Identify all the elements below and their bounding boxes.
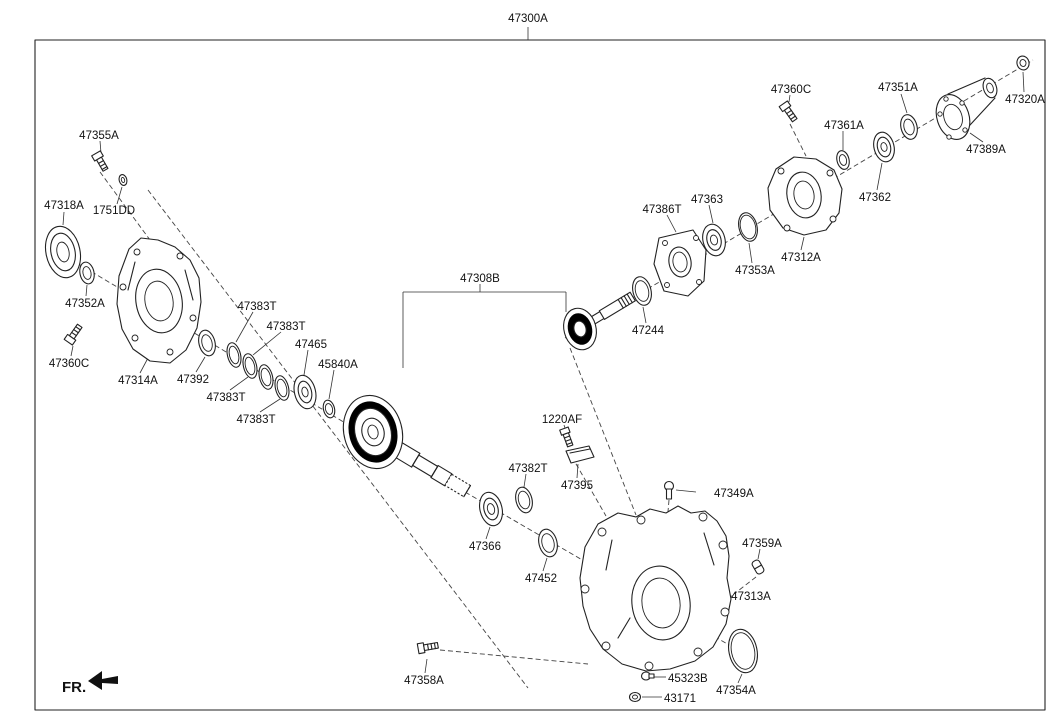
part-47351A-seal [900, 114, 918, 140]
diagram-border [34, 39, 1046, 711]
part-label-45840A: 45840A [318, 359, 358, 371]
part-47308B-gear-shaft [342, 394, 472, 498]
part-label-45323B: 45323B [668, 673, 708, 685]
fr-marker: FR. [62, 671, 118, 696]
bracket-47308B [402, 284, 567, 368]
part-47452-ring [538, 528, 558, 558]
part-45840A-ring [322, 399, 336, 419]
part-label-47383T-3: 47383T [206, 392, 245, 404]
part-label-47355A: 47355A [79, 130, 119, 142]
part-label-47352A: 47352A [65, 298, 105, 310]
part-label-47354A: 47354A [716, 685, 756, 697]
part-47320A-nut [1016, 55, 1030, 71]
part-47318A-seal [44, 225, 82, 279]
part-45323B-plug [640, 671, 655, 681]
part-47312A-housing [767, 156, 843, 236]
part-label-47395: 47395 [561, 480, 593, 492]
part-label-47300A: 47300A [508, 13, 548, 25]
part-47313A-case [579, 505, 732, 672]
part-label-47383T-2: 47383T [266, 321, 305, 333]
part-label-47363: 47363 [691, 194, 723, 206]
fr-arrow-icon [88, 671, 118, 690]
part-1751DD-washer [118, 174, 128, 186]
part-label-47383T-1: 47383T [237, 301, 276, 313]
part-47395-bracket [565, 445, 595, 464]
part-label-47320A: 47320A [1005, 94, 1045, 106]
part-label-47389A: 47389A [966, 144, 1006, 156]
part-47354A-oring [728, 628, 758, 674]
part-label-47360C-left: 47360C [49, 358, 89, 370]
part-label-47366: 47366 [469, 541, 501, 553]
part-47361A-ring [836, 150, 850, 170]
part-label-47465: 47465 [295, 339, 327, 351]
part-label-47318A: 47318A [44, 200, 84, 212]
part-47383T-ring-2 [242, 353, 258, 379]
part-label-47452: 47452 [525, 573, 557, 585]
part-label-47314A: 47314A [118, 375, 158, 387]
part-47382T-ring [515, 486, 533, 514]
part-47359A-pin [751, 559, 765, 575]
part-47244-ring [632, 276, 652, 306]
part-47389A-flange [935, 77, 998, 140]
part-label-47359A: 47359A [742, 538, 782, 550]
part-label-47392: 47392 [177, 374, 209, 386]
label-leader-lines [62, 71, 1025, 698]
part-47465-bearing [293, 374, 317, 410]
part-47383T-ring-4 [274, 375, 290, 401]
part-47360C-bolt-right [778, 100, 798, 123]
part-47383T-ring-1 [226, 342, 242, 368]
part-label-47349A: 47349A [714, 488, 754, 500]
part-label-47382T: 47382T [508, 463, 547, 475]
part-labels: 47355A 1751DD 47318A 47352A 47360C 47314… [44, 82, 1045, 705]
part-label-47312A: 47312A [781, 252, 821, 264]
part-label-47361A: 47361A [824, 120, 864, 132]
part-label-47244: 47244 [632, 325, 665, 337]
part-47392-ring [198, 329, 216, 357]
part-47366-bearing [479, 491, 503, 527]
part-47386T-plate [653, 229, 707, 297]
part-label-47386T: 47386T [642, 204, 681, 216]
part-label-47351A: 47351A [878, 82, 918, 94]
part-label-47383T-4: 47383T [236, 414, 275, 426]
part-47358A-bolt [416, 641, 439, 655]
part-47363-bearing [702, 223, 726, 257]
part-47383T-ring-3 [258, 364, 274, 390]
part-label-47308B: 47308B [460, 273, 500, 285]
part-label-47360C-right: 47360C [771, 84, 811, 96]
part-47355A-plug [91, 150, 109, 172]
part-47353A-oring [738, 212, 758, 242]
fr-label: FR. [62, 679, 86, 696]
part-47362-bearing [873, 131, 895, 163]
part-label-43171: 43171 [664, 693, 696, 705]
part-43171-nut [628, 691, 642, 703]
part-47314A-housing [116, 237, 202, 364]
part-47352A-ring [79, 261, 95, 285]
part-label-47353A: 47353A [735, 265, 775, 277]
part-label-1220AF: 1220AF [542, 414, 582, 426]
part-47308B-pinion [563, 291, 636, 351]
part-47349A-plug [663, 480, 675, 500]
part-47360C-bolt-left [63, 323, 83, 346]
part-label-47358A: 47358A [404, 675, 444, 687]
part-1220AF-bolt [559, 426, 574, 448]
part-label-1751DD: 1751DD [93, 205, 135, 217]
part-label-47362: 47362 [859, 192, 891, 204]
part-label-47313A: 47313A [731, 591, 771, 603]
